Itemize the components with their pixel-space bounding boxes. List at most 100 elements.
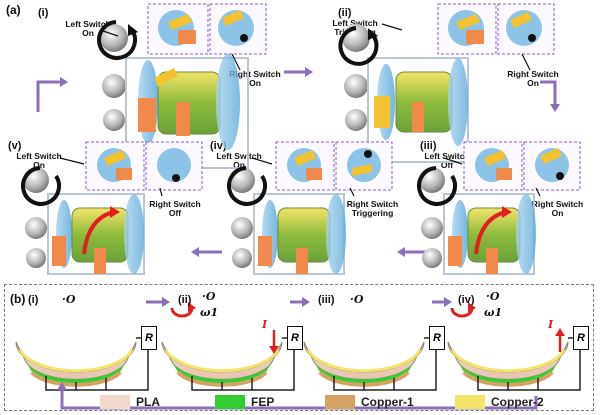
switch-right bbox=[176, 102, 190, 136]
legend-label: Copper-2 bbox=[491, 395, 544, 409]
origin-label: ·O bbox=[62, 293, 76, 306]
omega-label: ω1 bbox=[484, 306, 503, 319]
legend-label: Copper-1 bbox=[361, 395, 414, 409]
ball bbox=[23, 167, 49, 193]
switch-left bbox=[258, 236, 272, 266]
switch-right bbox=[486, 248, 498, 274]
current-arrow-head bbox=[502, 206, 512, 218]
flow-arrow-ii-to-iii bbox=[540, 80, 557, 105]
rotation-arrow bbox=[227, 166, 268, 206]
ball bbox=[421, 217, 443, 239]
resistor: R bbox=[141, 326, 157, 350]
switch-right bbox=[296, 248, 308, 274]
ball bbox=[229, 167, 255, 193]
pointer-arrows bbox=[59, 23, 541, 197]
switch-disk bbox=[347, 148, 381, 182]
panel-b-letter: (b) bbox=[10, 292, 26, 306]
switch-lever bbox=[168, 14, 192, 30]
legend-item-fep: FEP bbox=[215, 394, 274, 410]
switch-base bbox=[466, 30, 484, 44]
b-stage-label: (iii) bbox=[318, 294, 335, 306]
switch-base bbox=[496, 168, 512, 180]
rotation-omega-arrow bbox=[450, 307, 474, 318]
frame bbox=[367, 57, 469, 163]
panel-a-illustrations bbox=[21, 3, 581, 275]
omega-label: ω1 bbox=[200, 306, 219, 319]
device-stage-ii bbox=[338, 24, 469, 163]
panel-a-letter: (a) bbox=[6, 3, 21, 17]
switch-lever bbox=[352, 164, 372, 176]
device-stage-iv bbox=[227, 166, 346, 275]
switch-lever bbox=[294, 150, 316, 166]
flow-arrow-head bbox=[305, 67, 313, 77]
legend-item-pla: PLA bbox=[100, 394, 160, 410]
stage-i: (i) Left Switch On Right Switch On bbox=[20, 7, 281, 138]
switch-base bbox=[306, 168, 322, 180]
legend-label: PLA bbox=[136, 395, 160, 409]
ball bbox=[232, 248, 252, 268]
right-switch-label: Right Switch On bbox=[531, 199, 584, 218]
switch-lever bbox=[510, 12, 532, 28]
device-stage-v bbox=[21, 166, 145, 275]
inset-pair-i bbox=[147, 3, 267, 55]
switch-base bbox=[178, 30, 196, 44]
return-arrow bbox=[60, 388, 538, 410]
inset-pair-ii bbox=[437, 3, 555, 55]
right-switch-label: Right Switch On bbox=[229, 69, 281, 88]
switch-right bbox=[94, 248, 106, 274]
ball bbox=[103, 109, 125, 131]
legend-label: FEP bbox=[251, 395, 275, 409]
switch-knob bbox=[528, 34, 536, 42]
legend-item-copper-1: Copper-1 bbox=[325, 394, 414, 410]
switch-lever bbox=[484, 150, 506, 166]
flow-arrow-head bbox=[191, 247, 199, 257]
rotation-arrow bbox=[97, 20, 138, 60]
rotation-arrow bbox=[417, 166, 458, 206]
right-switch-label: Right Switch On bbox=[507, 69, 559, 88]
switch-left bbox=[448, 236, 462, 266]
switch-disk bbox=[157, 148, 191, 182]
panel-b-frame bbox=[4, 284, 594, 411]
current-label: I bbox=[262, 318, 268, 331]
origin-label: ·O bbox=[202, 290, 216, 303]
ball bbox=[344, 74, 368, 98]
resistor: R bbox=[429, 326, 445, 350]
flow-arrow-head bbox=[57, 382, 67, 390]
current-arrow bbox=[82, 210, 115, 255]
switch-arm bbox=[154, 68, 178, 86]
inset-pair-iii bbox=[463, 141, 581, 191]
rotation-arrow bbox=[21, 166, 62, 206]
switch-lever bbox=[104, 150, 126, 166]
right-switch-label: Right Switch Triggering bbox=[346, 199, 399, 218]
ball bbox=[231, 217, 253, 239]
rotation-arrow-head bbox=[128, 24, 138, 36]
left-switch-label: Left Switch On bbox=[65, 19, 111, 38]
ball bbox=[100, 24, 128, 52]
right-disk bbox=[516, 194, 536, 274]
resistor: R bbox=[573, 326, 589, 350]
origin-label: ·O bbox=[486, 290, 500, 303]
flow-arrow-head bbox=[397, 247, 405, 257]
current-arrow bbox=[474, 210, 507, 255]
switch-knob bbox=[364, 150, 372, 158]
ball bbox=[419, 167, 445, 193]
rotation-omega-arrow bbox=[170, 307, 194, 318]
switch-left bbox=[374, 96, 390, 128]
left-switch-label: Left Switch Off bbox=[424, 151, 470, 170]
panel-b-circuits bbox=[15, 297, 581, 410]
legend-swatch bbox=[100, 395, 130, 409]
current-label: I bbox=[548, 318, 554, 331]
device-stage-i bbox=[97, 20, 249, 169]
ball bbox=[25, 217, 47, 239]
device-stage-iii bbox=[417, 166, 536, 275]
stage-iii: (iii) Left Switch Off Right Switch On bbox=[420, 140, 600, 280]
inset-pair-v bbox=[85, 141, 203, 191]
right-switch-label: Right Switch Off bbox=[149, 199, 201, 218]
flow-arrow-head bbox=[550, 104, 560, 112]
circuit-iv bbox=[447, 302, 581, 391]
b-stage-label: (iv) bbox=[458, 294, 475, 306]
legend: PLA FEP Copper-1 Copper-2 bbox=[100, 394, 580, 410]
stage-v: (v) Left Switch On Right Switch Off bbox=[0, 140, 201, 280]
flow-arrow-head bbox=[302, 297, 310, 307]
switch-right bbox=[412, 102, 424, 132]
